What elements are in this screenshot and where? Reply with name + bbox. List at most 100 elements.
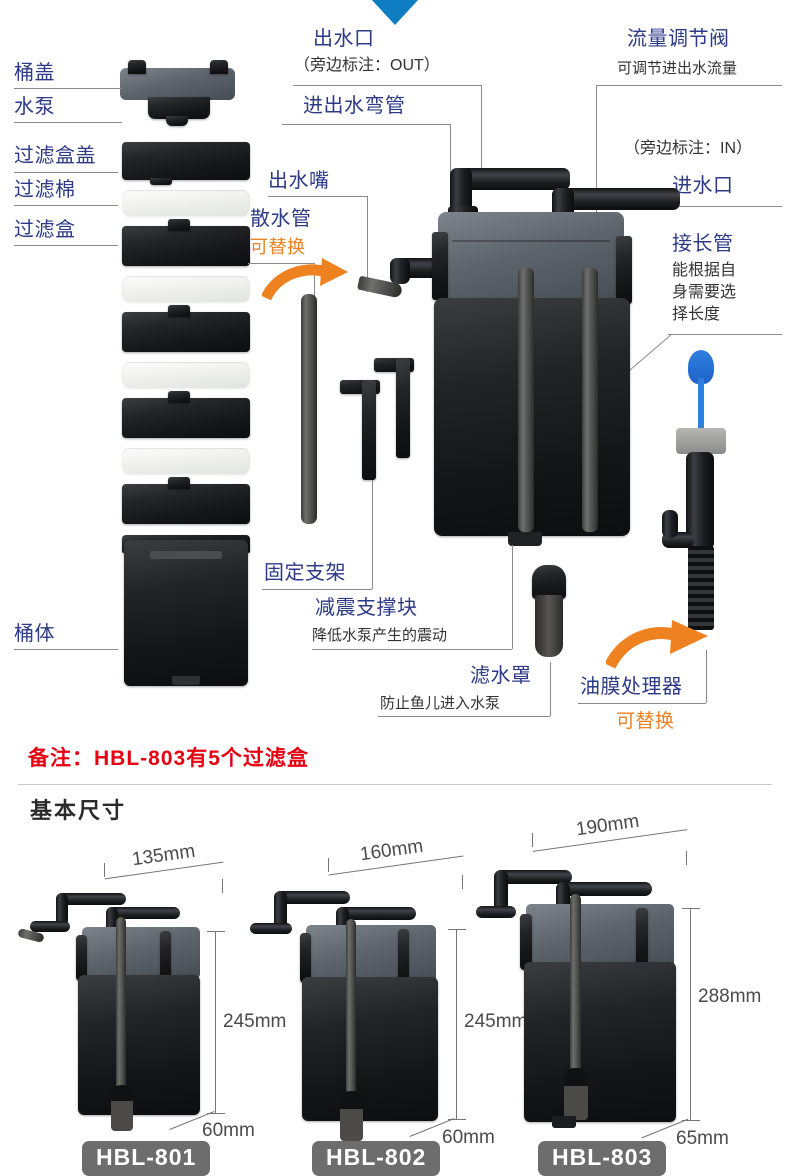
- main-product-art: [330, 140, 680, 570]
- model-badge-hbl-801: HBL-801: [82, 1141, 211, 1176]
- model-latch-l: [76, 935, 87, 981]
- model-lid: [306, 925, 436, 983]
- leader-strainer-h: [378, 716, 550, 717]
- filter-cotton-art: [122, 448, 250, 474]
- label-outlet-note: （旁边标注：OUT）: [294, 57, 440, 74]
- leader-fixing-h: [262, 589, 372, 590]
- dim-height-line: [456, 929, 457, 1119]
- leader-nozzle-h: [268, 196, 367, 197]
- label-bucket-lid: 桶盖: [14, 62, 55, 84]
- model-latch-r: [160, 931, 171, 983]
- model-stem: [570, 894, 581, 1078]
- filter-box-lid-tab: [150, 178, 172, 185]
- leader-outlet-h: [293, 85, 481, 86]
- model-strainer: [564, 1068, 588, 1120]
- label-outlet-nozzle: 出水嘴: [268, 170, 330, 192]
- dim-width-tick-left: [532, 833, 533, 847]
- filter-box-handle: [168, 477, 190, 489]
- model-strainer: [340, 1091, 363, 1141]
- outlet-elbow-top: [450, 168, 570, 190]
- dim-width-tick-right: [686, 851, 687, 865]
- model-badge-hbl-802: HBL-802: [312, 1141, 441, 1176]
- leader-shock-v: [512, 545, 513, 649]
- dim-width-tick-left: [328, 858, 329, 872]
- leader-bucket-body: [14, 649, 118, 650]
- pipe-top-b: [336, 907, 416, 920]
- leader-elbow-v: [450, 124, 451, 198]
- extension-pipe-art: [662, 350, 738, 650]
- section-divider: [18, 784, 772, 785]
- dim-width-tick-left: [104, 863, 105, 877]
- label-filter-box-lid: 过滤盒盖: [14, 145, 96, 167]
- spray-bar-art: [301, 294, 317, 524]
- leader-strainer-v: [550, 662, 551, 716]
- dim-height-text: 245mm: [223, 1011, 287, 1032]
- label-strainer: 滤水罩: [470, 665, 532, 687]
- label-extension-note-2: 身需要选: [672, 284, 737, 301]
- dim-height-tick-top: [448, 929, 466, 930]
- label-shock-block-note: 降低水泵产生的震动: [312, 627, 448, 644]
- leader-fixing-v: [372, 480, 373, 589]
- strainer-crown: [676, 428, 726, 454]
- label-extension-pipe-title: 接长管: [672, 233, 734, 255]
- label-spray-bar-replaceable: 可替换: [250, 237, 306, 257]
- model-body: [78, 975, 200, 1115]
- leader-spray-bar-v: [314, 263, 315, 303]
- label-extension-note-3: 择长度: [672, 306, 721, 323]
- filter-box-lid-art: [122, 142, 250, 180]
- model-strainer: [111, 1085, 133, 1131]
- label-fixing-bracket: 固定支架: [264, 562, 346, 584]
- replaceable-arrow-icon: [261, 258, 354, 306]
- dim-height-line: [690, 908, 691, 1120]
- dim-width-tick-right: [462, 875, 463, 889]
- pipe-top-a: [274, 891, 350, 904]
- product-lid-seam: [452, 240, 610, 242]
- model-latch-r: [636, 908, 648, 972]
- leader-spray-bar-h: [248, 263, 314, 264]
- dim-height-tick-top: [207, 931, 225, 932]
- exploded-parts-stack: [0, 0, 270, 720]
- dim-height-tick-bot: [207, 1113, 225, 1114]
- blue-chevron-icon: [371, 0, 419, 25]
- filter-cotton-art: [122, 190, 250, 216]
- bucket-body-slot: [150, 551, 222, 559]
- strainer-art: [528, 565, 570, 665]
- lid-latch-left: [432, 232, 448, 300]
- model-latch-r: [398, 929, 409, 987]
- dim-width-tick-right: [222, 879, 223, 893]
- label-elbow-pipe: 进出水弯管: [303, 95, 406, 117]
- pipe-top-a: [56, 893, 126, 905]
- section-title: 基本尺寸: [30, 798, 127, 823]
- leader-flow-valve-h: [596, 85, 782, 86]
- label-oil-skimmer-replaceable: 可替换: [616, 711, 675, 732]
- product-body-foot: [508, 532, 542, 546]
- bucket-body-main: [124, 540, 248, 686]
- label-filter-cotton: 过滤棉: [14, 179, 76, 201]
- dim-depth-text: 60mm: [202, 1120, 255, 1141]
- dim-height-text: 245mm: [464, 1011, 528, 1032]
- dim-depth-text: 65mm: [676, 1128, 729, 1149]
- leader-oil-skimmer-h: [578, 703, 706, 704]
- intake-stem-left: [518, 268, 534, 532]
- leader-filter-cotton: [14, 205, 118, 206]
- model-body: [302, 977, 438, 1121]
- model-latch-l: [520, 914, 532, 970]
- leader-elbow-h: [282, 124, 450, 125]
- extension-ribbed-end: [688, 546, 714, 630]
- label-shock-block: 减震支撑块: [315, 597, 418, 619]
- pipe-lower-a: [476, 906, 516, 918]
- dim-height-line: [215, 931, 216, 1113]
- pipe-top-b: [556, 882, 652, 896]
- model-lid: [526, 904, 674, 968]
- label-filter-box: 过滤盒: [14, 219, 76, 241]
- filter-box-art: [122, 226, 250, 266]
- label-spray-bar: 散水管: [250, 208, 312, 230]
- leader-shock-h: [312, 649, 512, 650]
- water-pump-art: [148, 97, 210, 119]
- label-inlet-note: （旁边标注：IN）: [624, 140, 753, 157]
- lid-latch-right: [616, 236, 632, 304]
- label-extension-note-1: 能根据自: [672, 262, 737, 279]
- pump-knob-right: [210, 60, 228, 74]
- label-bucket-body: 桶体: [14, 623, 55, 645]
- leader-oil-skimmer-v: [706, 650, 707, 703]
